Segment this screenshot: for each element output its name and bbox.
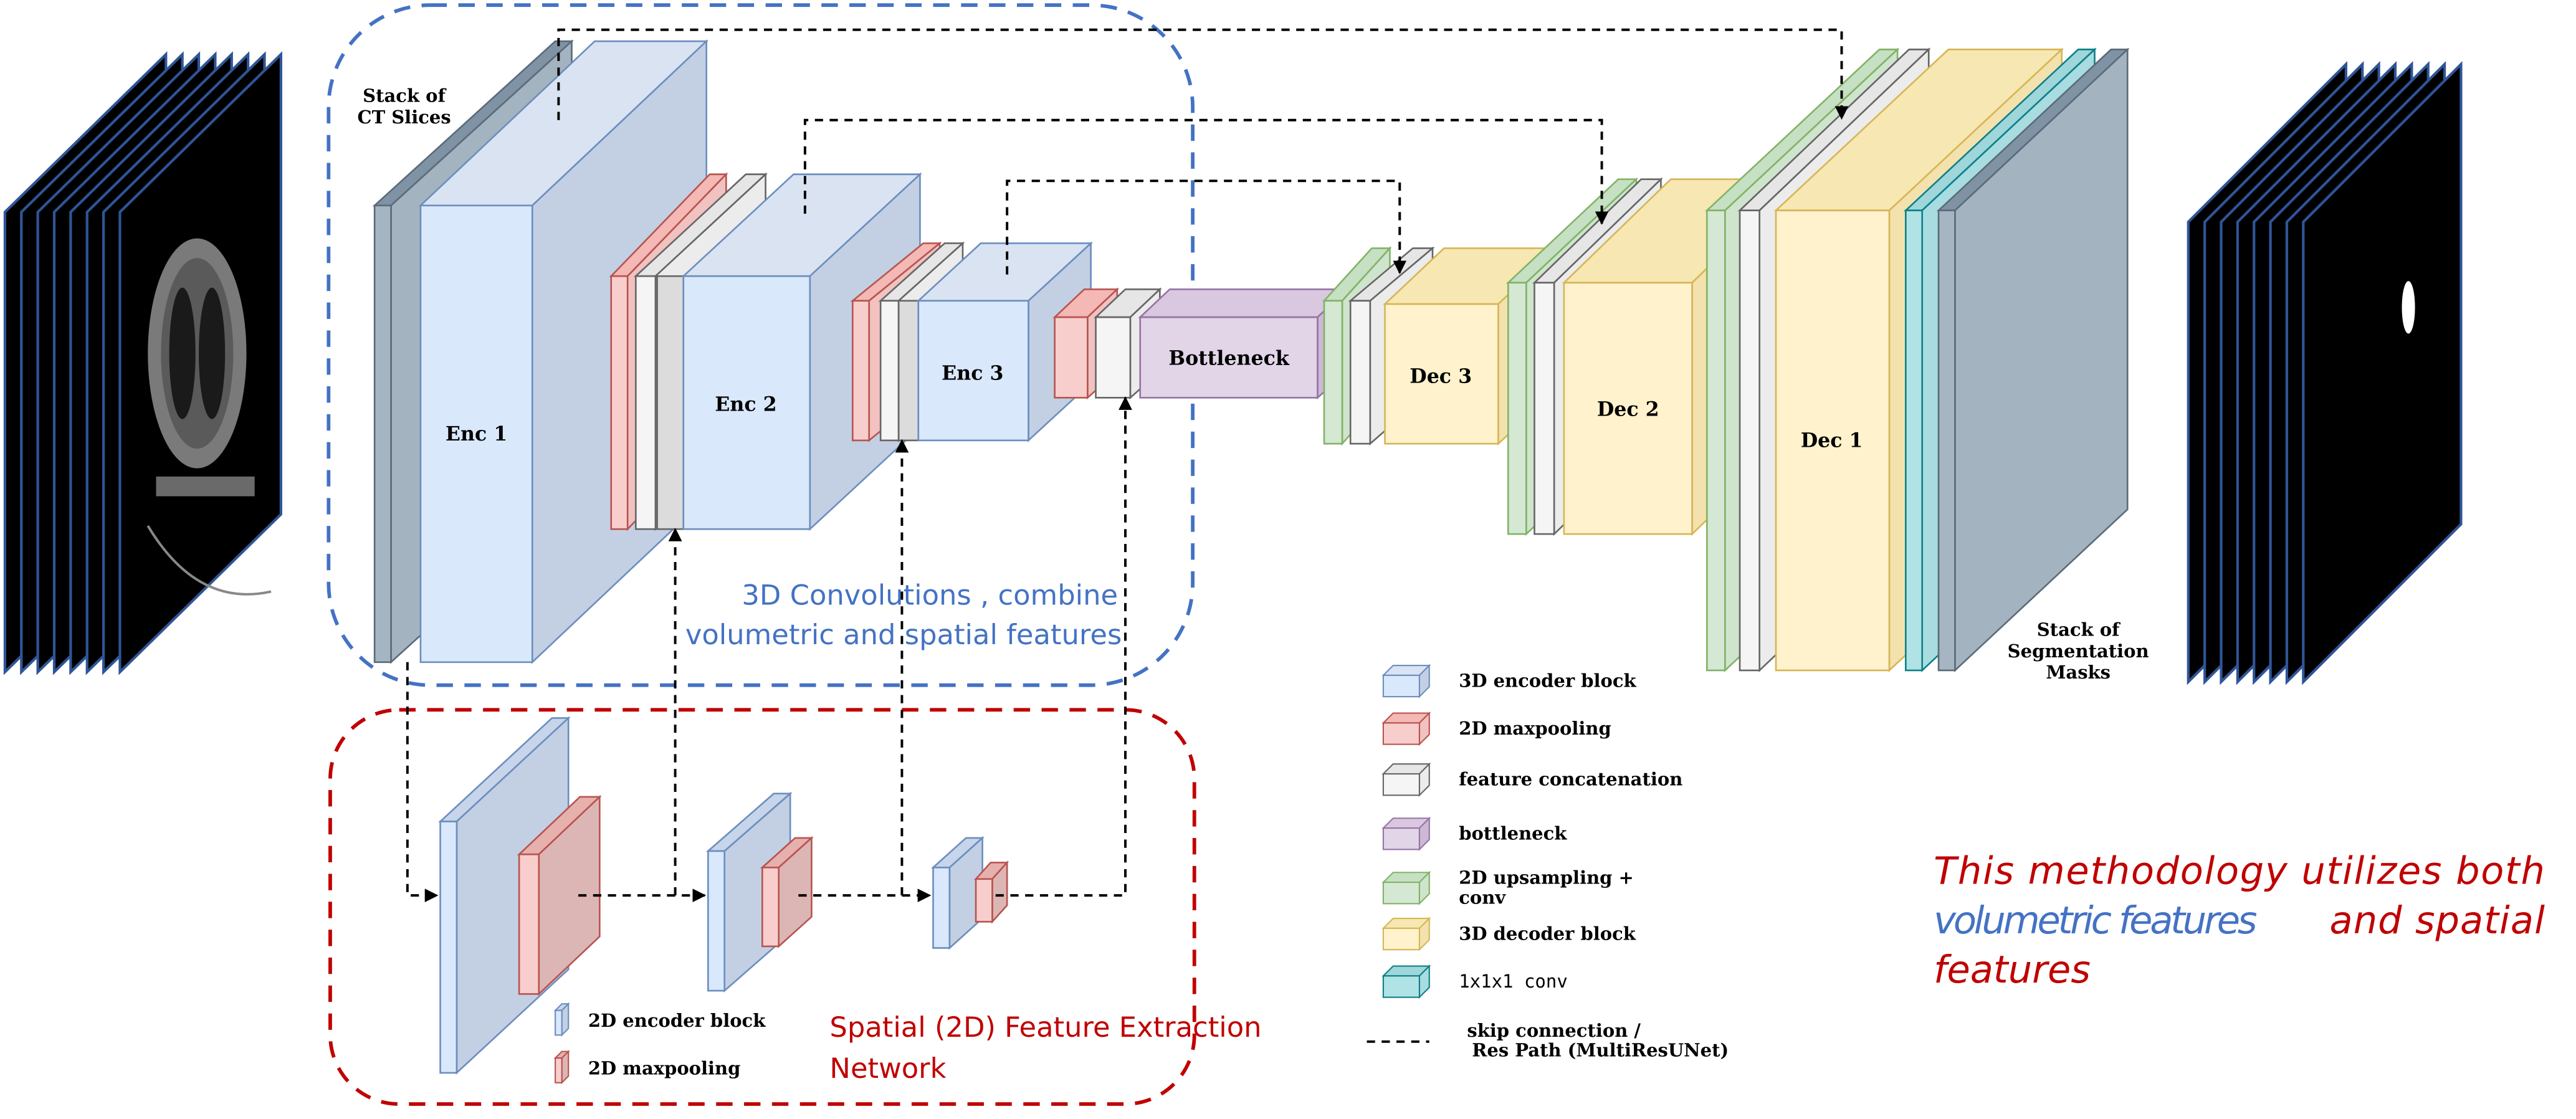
- legend-2d-maxpool-label: 2D maxpooling: [588, 1058, 741, 1079]
- spatial-legend: 2D encoder block 2D maxpooling: [553, 1002, 766, 1085]
- mask-slice-8: [2302, 61, 2463, 685]
- stack-seg-label-3: Masks: [2046, 662, 2111, 683]
- enc3-label: Enc 3: [942, 361, 1003, 384]
- legend-2d-maxpool-icon: [553, 1050, 570, 1085]
- note-line-2-blue: volumetric features: [1934, 899, 2257, 943]
- volumetric-caption-1: 3D Convolutions , combine: [742, 579, 1118, 612]
- legend-skip-label-2: Res Path (MultiResUNet): [1472, 1040, 1729, 1061]
- legend-bottleneck-icon: [1381, 816, 1431, 851]
- skip-connection-2: [803, 118, 1609, 226]
- legend-upsample-label-1: 2D upsampling +: [1459, 867, 1634, 888]
- legend-encoder3d-label: 3D encoder block: [1459, 670, 1636, 691]
- legend-concat-icon: [1381, 762, 1431, 797]
- skip-connection-3: [1006, 179, 1407, 275]
- main-legend: 3D encoder block 2D maxpooling feature c…: [1367, 664, 1729, 1061]
- stack-seg-label-2: Segmentation: [2008, 640, 2149, 662]
- spatial-pool-2: [760, 836, 814, 948]
- spatial-caption-1: Spatial (2D) Feature Extraction: [829, 1011, 1261, 1044]
- legend-conv1x1-label: 1x1x1 conv: [1459, 971, 1568, 992]
- legend-maxpool2d-label: 2D maxpooling: [1459, 718, 1611, 739]
- volumetric-region: [327, 3, 1195, 687]
- spatial-feed-1: [406, 662, 439, 903]
- stack-seg-label-1: Stack of: [2037, 619, 2121, 640]
- legend-conv1x1-icon: [1381, 964, 1431, 999]
- spatial-pool-3: [974, 860, 1009, 924]
- legend-upsample-label-2: conv: [1459, 887, 1506, 908]
- volumetric-caption-2: volumetric and spatial features: [685, 618, 1122, 651]
- legend-decoder3d-label: 3D decoder block: [1459, 923, 1636, 944]
- note-line-3: features: [1934, 948, 2091, 992]
- stack-ct-label-1: Stack of: [363, 85, 447, 107]
- legend-concat-label: feature concatenation: [1459, 769, 1682, 790]
- legend-decoder3d-icon: [1381, 917, 1431, 951]
- legend-maxpool2d-icon: [1381, 711, 1431, 746]
- dec2-label: Dec 2: [1597, 398, 1659, 421]
- skip-connection-1: [557, 28, 1849, 120]
- legend-bottleneck-label: bottleneck: [1459, 823, 1567, 844]
- mask-blob: [2402, 281, 2415, 334]
- segmentation-mask-stack: [2187, 61, 2463, 685]
- enc2-label: Enc 2: [715, 393, 776, 416]
- bottleneck-block: [1138, 287, 1350, 400]
- legend-2d-encoder-label: 2D encoder block: [588, 1010, 766, 1031]
- ct-slice-stack: [3, 51, 282, 675]
- ct-scan-image: [146, 238, 272, 596]
- skip-connections: [406, 28, 1849, 903]
- legend-skip-label-1: skip connection /: [1467, 1020, 1641, 1041]
- legend-upsample-icon: [1381, 870, 1431, 905]
- methodology-note: This methodology utilizes both volumetri…: [1934, 850, 2545, 992]
- enc1-label: Enc 1: [446, 422, 507, 445]
- spatial-region: [328, 708, 1196, 1106]
- legend-2d-encoder-icon: [553, 1002, 570, 1037]
- stack-ct-label-2: CT Slices: [357, 107, 451, 128]
- spatial-caption-2: Network: [829, 1052, 946, 1085]
- output-stack-slab: [1936, 47, 2130, 672]
- spatial-up-3: [995, 396, 1132, 897]
- bottleneck-label: Bottleneck: [1168, 347, 1290, 370]
- note-line-2-red: and spatial: [2330, 899, 2545, 943]
- legend-encoder3d-icon: [1381, 664, 1431, 698]
- dec1-label: Dec 1: [1801, 429, 1863, 452]
- dec3-label: Dec 3: [1410, 365, 1472, 388]
- note-line-1: This methodology utilizes both: [1934, 850, 2545, 893]
- spatial-pool-1: [517, 794, 602, 996]
